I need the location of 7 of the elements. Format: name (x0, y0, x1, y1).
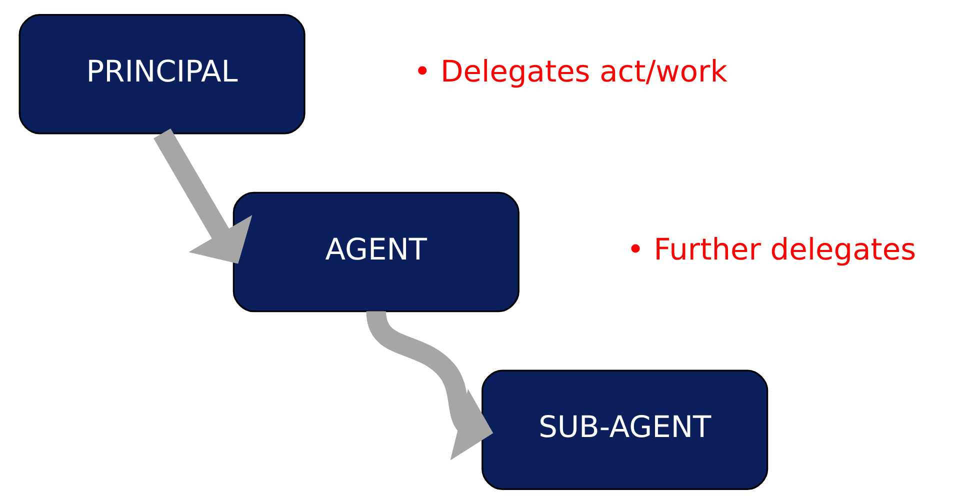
node-label: • Delegates act/work (413, 53, 727, 88)
node-label: • Further delegates (626, 231, 916, 266)
arrow (366, 310, 493, 460)
node-box: AGENT (232, 192, 519, 312)
node-box: PRINCIPAL (18, 14, 305, 134)
node-box: SUB-AGENT (481, 370, 768, 490)
arrow (153, 128, 252, 264)
